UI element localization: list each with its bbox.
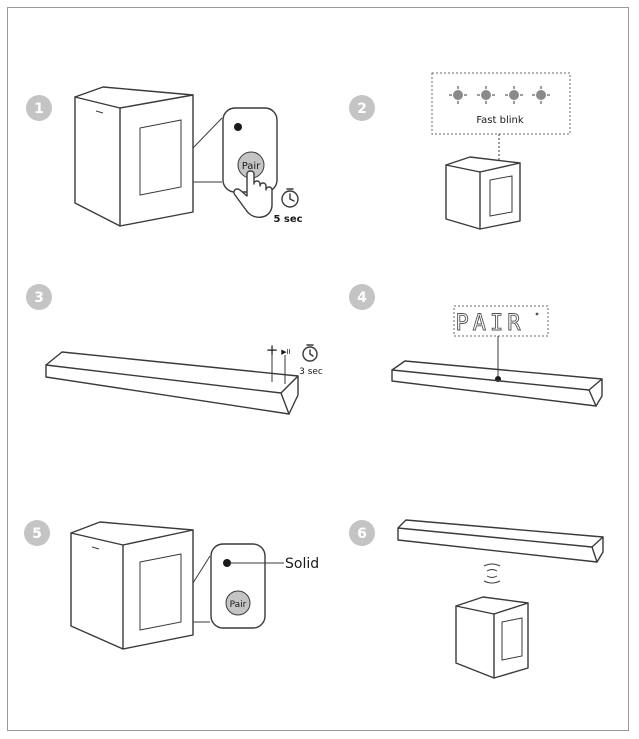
svg-text:1: 1 xyxy=(34,101,44,117)
led-indicator xyxy=(223,559,231,567)
callout-lines xyxy=(192,117,223,183)
step-badge-6: 6 xyxy=(349,520,375,546)
step-3: 3 + ▶II 3 sec xyxy=(26,284,323,415)
display-dot xyxy=(535,312,539,316)
blink-led-1-icon xyxy=(449,86,467,104)
svg-text:4: 4 xyxy=(357,290,367,306)
duration-label: 3 sec xyxy=(299,367,323,377)
subwoofer-illustration xyxy=(70,521,194,650)
pair-button xyxy=(225,590,251,616)
svg-text:5: 5 xyxy=(32,526,42,542)
soundbar-illustration xyxy=(45,351,299,415)
step-5: 5 Pair Solid xyxy=(24,520,319,650)
fast-blink-caption: Fast blink xyxy=(476,115,524,126)
display-callout-box xyxy=(453,305,549,337)
step-6: 6 xyxy=(349,519,604,679)
svg-text:3: 3 xyxy=(34,290,44,306)
play-pause-icon: ▶II xyxy=(281,348,291,356)
step-4: 4 PAIR xyxy=(349,284,603,407)
indicator-callout-box xyxy=(431,72,571,135)
blink-led-3-icon xyxy=(505,86,523,104)
wireless-signal-icon xyxy=(483,563,501,584)
timer-icon xyxy=(302,344,318,362)
svg-text:2: 2 xyxy=(357,101,367,117)
volume-plus-icon: + xyxy=(266,341,279,359)
solid-caption: Solid xyxy=(285,556,319,572)
blinking-leds xyxy=(449,86,550,104)
timer-icon xyxy=(281,188,299,208)
step-badge-5: 5 xyxy=(24,520,50,546)
led-indicator xyxy=(234,123,242,131)
duration-label: 5 sec xyxy=(273,214,302,225)
step-2: 2 Fast blink xyxy=(349,72,571,230)
subwoofer-illustration xyxy=(445,156,521,230)
step-1: 1 Pair 5 sec xyxy=(26,86,303,227)
soundbar-illustration xyxy=(391,360,603,407)
diagram-frame xyxy=(7,7,629,731)
svg-text:Pair: Pair xyxy=(230,600,247,610)
finger-press-icon xyxy=(233,170,273,218)
step-badge-4: 4 xyxy=(349,284,375,310)
control-panel-zoom: Pair xyxy=(210,543,266,629)
callout-lines xyxy=(192,555,211,623)
step-badge-3: 3 xyxy=(26,284,52,310)
subwoofer-illustration xyxy=(74,86,194,227)
subwoofer-illustration xyxy=(455,596,529,679)
step-badge-1: 1 xyxy=(26,95,52,121)
soundbar-illustration xyxy=(397,519,604,563)
blink-led-4-icon xyxy=(532,86,550,104)
svg-text:6: 6 xyxy=(357,526,367,542)
display-text: PAIR xyxy=(456,311,525,336)
step-badge-2: 2 xyxy=(349,95,375,121)
svg-text:Pair: Pair xyxy=(242,161,261,172)
blink-led-2-icon xyxy=(477,86,495,104)
